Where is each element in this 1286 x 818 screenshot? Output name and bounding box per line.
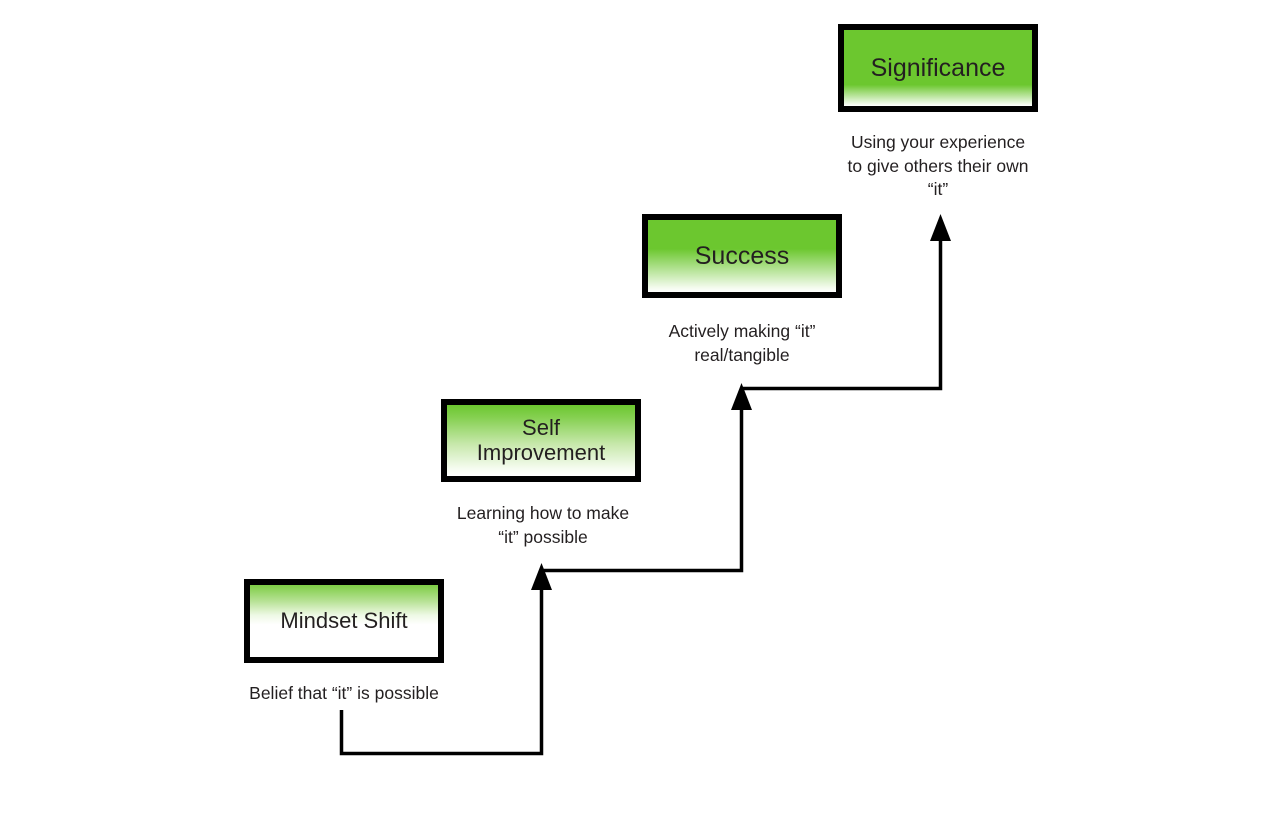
step-box-mindset-shift[interactable]: Mindset Shift [244,579,444,663]
step-box-significance[interactable]: Significance [838,24,1038,112]
step-caption-mindset-shift: Belief that “it” is possible [249,683,439,703]
arrow-1-head-icon [531,563,552,590]
step-box-self-improvement[interactable]: Self Improvement [441,399,641,482]
step-caption-significance: Using your experience to give others the… [847,132,1029,200]
step-label-mindset-shift: Mindset Shift [280,607,408,633]
arrow-3-head-icon [930,214,951,241]
step-label-self-improvement: Self Improvement [476,414,606,465]
step-caption-self-improvement: Learning how to make “it” possible [456,503,630,547]
step-label-significance: Significance [870,54,1006,82]
arrow-2-head-icon [731,383,752,410]
step-label-success: Success [694,242,790,270]
step-box-self-improvement-fill [447,405,635,476]
step-caption-success: Actively making “it” real/tangible [668,321,816,365]
step-box-significance-fill [844,30,1032,106]
step-box-mindset-shift-fill [250,585,438,657]
step-box-success[interactable]: Success [642,214,842,298]
step-box-success-fill [648,220,836,292]
